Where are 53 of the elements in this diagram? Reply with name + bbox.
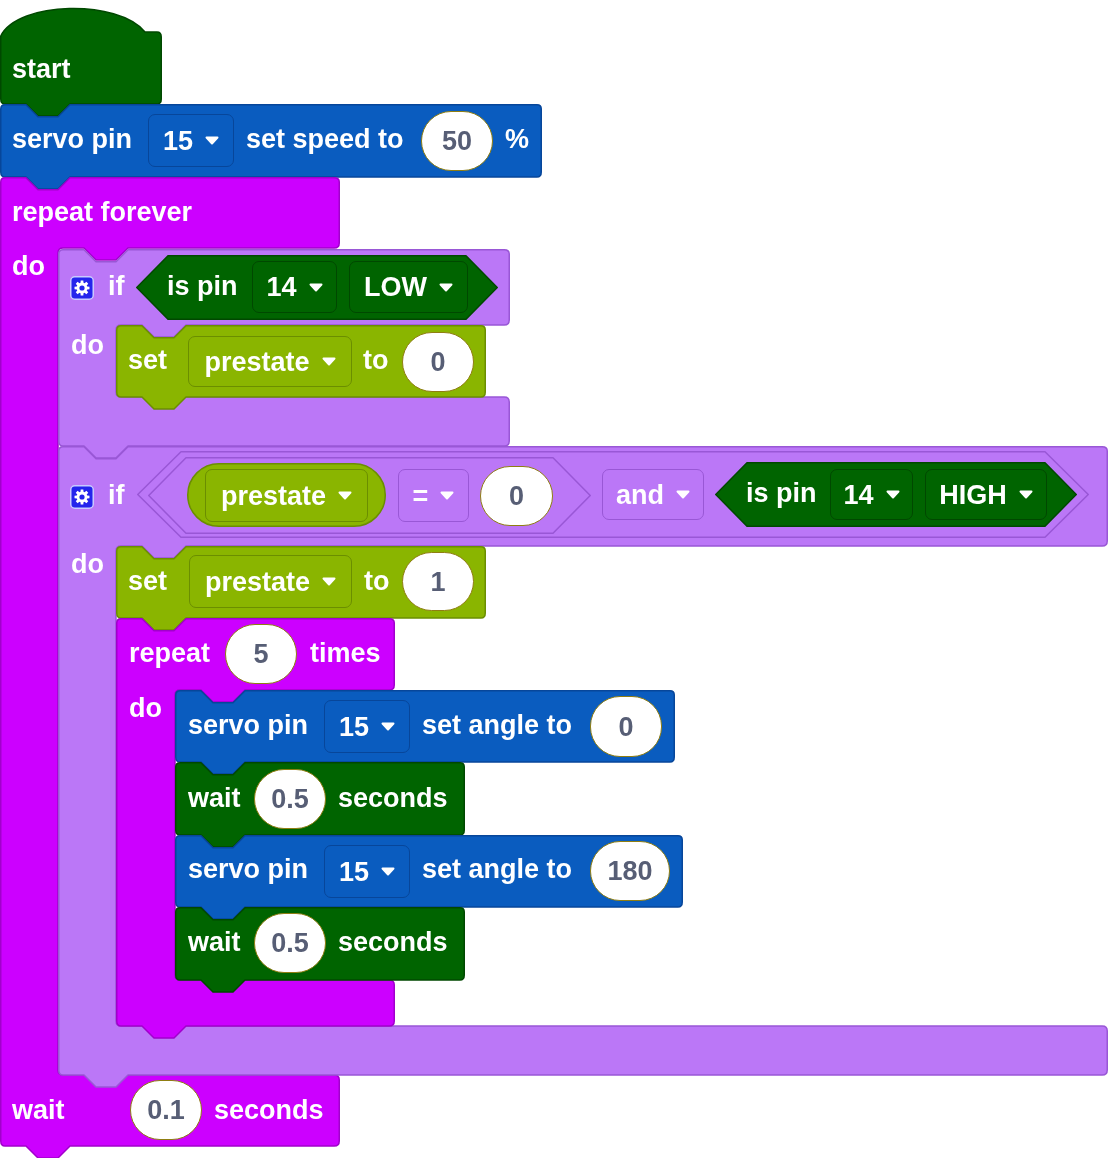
condition-block bbox=[715, 462, 1077, 527]
dropdown: 15 bbox=[324, 700, 410, 753]
keyword-label: repeat bbox=[129, 637, 211, 669]
keyword-label: set bbox=[128, 565, 168, 597]
dropdown: LOW bbox=[349, 261, 468, 313]
keyword-label: seconds bbox=[338, 782, 448, 814]
dropdown: 14 bbox=[830, 469, 913, 520]
keyword-label: servo pin bbox=[188, 853, 309, 885]
hat-block bbox=[0, 7, 162, 116]
condition-block bbox=[136, 255, 498, 320]
keyword-label: do bbox=[12, 250, 45, 282]
if-block bbox=[58, 446, 1108, 1087]
keyword-label: set bbox=[128, 344, 168, 376]
keyword-label: to bbox=[363, 344, 389, 376]
keyword-label: do bbox=[71, 329, 104, 361]
keyword-label: to bbox=[364, 565, 390, 597]
keyword-label: if bbox=[108, 270, 125, 302]
dropdown: prestate bbox=[205, 469, 368, 522]
keyword-label: wait bbox=[12, 1094, 65, 1126]
logic-block bbox=[137, 451, 1089, 538]
compare-block bbox=[148, 457, 591, 534]
dropdown: prestate bbox=[188, 336, 352, 387]
keyword-label: wait bbox=[188, 782, 241, 814]
keyword-label: is pin bbox=[167, 270, 238, 302]
keyword-label: times bbox=[310, 637, 381, 669]
keyword-label: repeat forever bbox=[12, 196, 193, 228]
keyword-label: if bbox=[108, 479, 125, 511]
keyword-label: seconds bbox=[338, 926, 448, 958]
keyword-label: start bbox=[12, 53, 71, 85]
keyword-label: do bbox=[71, 548, 104, 580]
statement-block bbox=[175, 835, 683, 919]
dropdown: and bbox=[602, 469, 704, 520]
dropdown: 15 bbox=[324, 845, 410, 898]
keyword-label: % bbox=[505, 123, 529, 155]
dropdown: = bbox=[398, 469, 469, 522]
statement-block bbox=[0, 104, 542, 189]
keyword-label: seconds bbox=[214, 1094, 324, 1126]
keyword-label: do bbox=[129, 692, 162, 724]
keyword-label: set angle to bbox=[422, 709, 573, 741]
dropdown: prestate bbox=[189, 555, 352, 608]
keyword-label: set speed to bbox=[246, 123, 404, 155]
dropdown: 15 bbox=[148, 114, 234, 167]
statement-block bbox=[175, 907, 465, 992]
keyword-label: servo pin bbox=[188, 709, 309, 741]
keyword-label: wait bbox=[188, 926, 241, 958]
dropdown: HIGH bbox=[925, 469, 1047, 520]
keyword-label: is pin bbox=[746, 477, 817, 509]
statement-block bbox=[116, 325, 486, 409]
statement-block bbox=[175, 690, 675, 774]
dropdown: 14 bbox=[252, 261, 337, 313]
keyword-label: servo pin bbox=[12, 123, 133, 155]
variable-block bbox=[187, 463, 386, 527]
keyword-label: set angle to bbox=[422, 853, 573, 885]
